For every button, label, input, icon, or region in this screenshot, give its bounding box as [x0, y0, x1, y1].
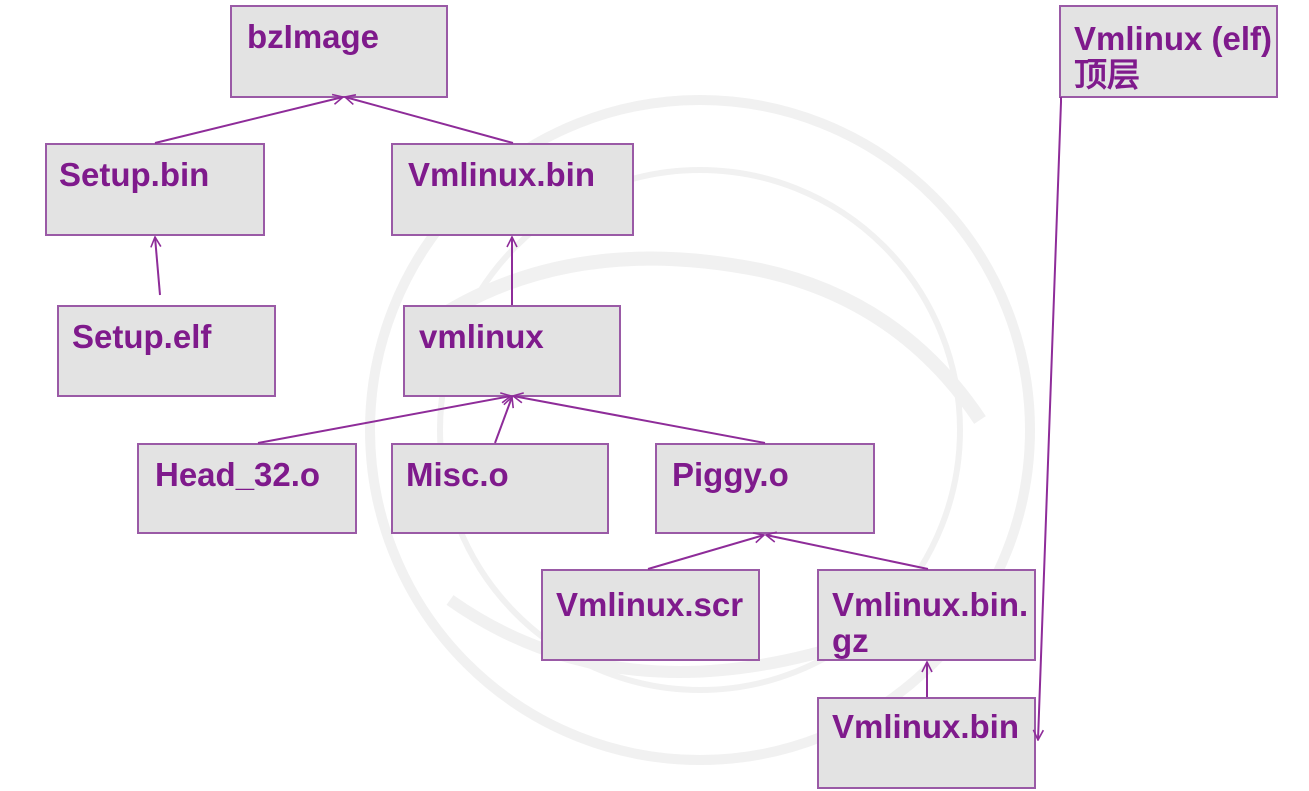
node-vmlinux-elf-top: Vmlinux (elf)顶层	[1059, 5, 1278, 98]
node-vmlinux-bin: Vmlinux.bin	[391, 143, 634, 236]
node-vmlinux-bin-lower: Vmlinux.bin	[817, 697, 1036, 789]
node-vmlinux-bin-gz: Vmlinux.bin.gz	[817, 569, 1036, 661]
node-misc-o: Misc.o	[391, 443, 609, 534]
node-setup-elf: Setup.elf	[57, 305, 276, 397]
node-vmlinux-scr: Vmlinux.scr	[541, 569, 760, 661]
node-bzimage: bzImage	[230, 5, 448, 98]
node-vmlinux: vmlinux	[403, 305, 621, 397]
node-piggy-o: Piggy.o	[655, 443, 875, 534]
node-head-32-o: Head_32.o	[137, 443, 357, 534]
node-setup-bin: Setup.bin	[45, 143, 265, 236]
